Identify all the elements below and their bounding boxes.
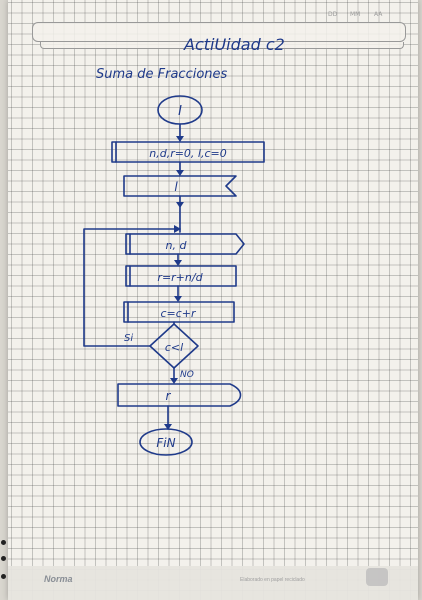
arrowhead-8	[164, 424, 172, 430]
date-mark-year: AA	[374, 11, 383, 18]
input-nd-box	[125, 233, 245, 255]
arrowhead-7	[170, 378, 178, 384]
page-header-frame	[32, 22, 406, 42]
binder-hole	[1, 540, 6, 545]
proc-r-label: r=r+n/d	[157, 271, 203, 284]
footer-note: Elaborado en papel reciclado	[240, 577, 305, 583]
brand-logo: Norma	[44, 574, 73, 584]
input-l-box	[123, 175, 237, 197]
decision-label: c<l	[165, 341, 183, 354]
loop-arrowhead	[174, 225, 181, 233]
arrowhead-5	[174, 296, 182, 302]
proc-r-box	[125, 265, 237, 287]
input-l-label: l	[174, 180, 178, 194]
proc-c-box	[123, 301, 235, 323]
loop-back-line	[83, 228, 181, 347]
arrowhead-2	[176, 170, 184, 176]
yes-label: Si	[124, 333, 133, 344]
notebook-page	[8, 0, 418, 600]
start-label: I	[178, 104, 182, 119]
date-mark-day: DD	[328, 11, 338, 18]
date-mark-month: MM	[350, 11, 361, 18]
arrowhead-1	[176, 136, 184, 142]
binder-hole	[1, 574, 6, 579]
input-nd-label: n, d	[166, 239, 188, 252]
init-process-box	[111, 141, 265, 163]
page-header-frame-lower	[40, 42, 404, 49]
init-process-label: n,d,r=0, l,c=0	[149, 147, 227, 160]
no-label: NO	[180, 370, 194, 380]
page-footer	[8, 566, 418, 600]
arrowhead-3	[176, 202, 184, 208]
recycle-icon	[366, 568, 388, 586]
arrowhead-4	[174, 260, 182, 266]
end-label: FiN	[156, 436, 175, 450]
page-title: ActiUidad c2	[183, 35, 285, 54]
binder-hole	[1, 556, 6, 561]
proc-c-label: c=c+r	[160, 307, 197, 320]
page-subtitle: Suma de Fracciones	[96, 67, 228, 82]
output-label: r	[166, 389, 172, 403]
output-box	[117, 383, 242, 407]
end-terminal	[139, 428, 193, 456]
